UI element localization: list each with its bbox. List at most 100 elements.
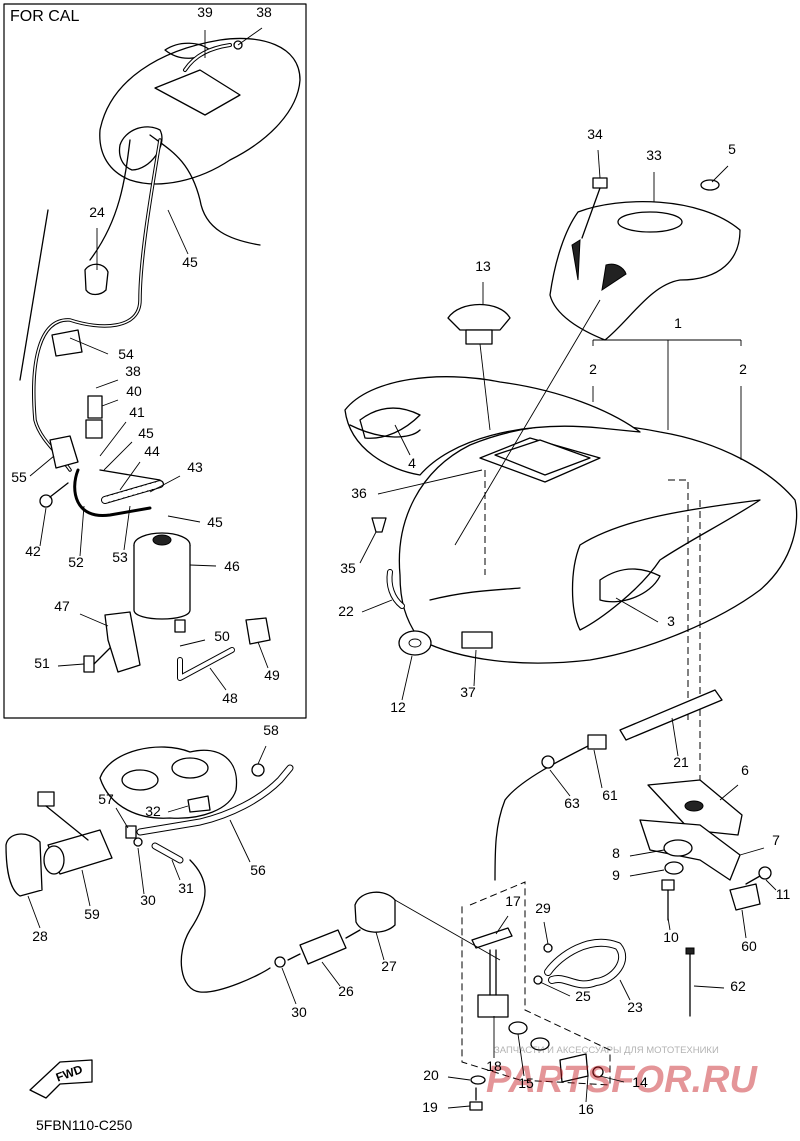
callout-number: 2 bbox=[589, 361, 597, 377]
callout-number: 48 bbox=[222, 690, 238, 706]
leader-line bbox=[167, 209, 189, 255]
callout-number: 37 bbox=[460, 684, 476, 700]
callout-number: 26 bbox=[338, 983, 354, 999]
callout-number: 58 bbox=[263, 722, 279, 738]
leader-line bbox=[629, 869, 665, 877]
watermark: ЗАПЧАСТИ И АКСЕССУАРЫ ДЛЯ МОТОТЕХНИКИ PA… bbox=[486, 1045, 758, 1101]
leader-line bbox=[377, 469, 483, 495]
collar-9 bbox=[664, 861, 684, 875]
leader-line bbox=[69, 337, 109, 355]
leader-line bbox=[101, 399, 119, 407]
callout-c3: 3 bbox=[615, 597, 675, 629]
clip-35 bbox=[371, 517, 387, 533]
leader-line bbox=[189, 564, 217, 567]
damper-8 bbox=[663, 839, 693, 857]
callout-c63: 63 bbox=[549, 769, 580, 811]
leader-line bbox=[375, 931, 385, 961]
fuel-filter-26 bbox=[287, 929, 361, 965]
callout-number: 5 bbox=[728, 141, 736, 157]
callout-c9: 9 bbox=[612, 867, 665, 883]
leader-line bbox=[167, 515, 201, 523]
callout-c59: 59 bbox=[81, 869, 100, 922]
callout-number: 46 bbox=[224, 558, 240, 574]
callout-number: 54 bbox=[118, 346, 134, 362]
callout-c34: 34 bbox=[587, 126, 603, 179]
fuel-pump-46 bbox=[133, 532, 191, 633]
callout-number: 15 bbox=[518, 1075, 534, 1091]
inset-tank-top bbox=[19, 37, 301, 381]
callout-number: 45 bbox=[138, 425, 154, 441]
callout-number: 29 bbox=[535, 900, 551, 916]
leader-line bbox=[447, 1105, 471, 1109]
leader-line bbox=[361, 599, 393, 613]
fuel-pump-59 bbox=[37, 791, 113, 875]
callout-c2a: 2 bbox=[589, 361, 597, 402]
leader-line bbox=[103, 441, 133, 471]
leader-line bbox=[29, 455, 55, 477]
bracket-47 bbox=[104, 611, 141, 673]
callout-number: 45 bbox=[182, 254, 198, 270]
callout-number: 38 bbox=[256, 4, 272, 20]
nut-63 bbox=[541, 755, 555, 769]
callout-number: 60 bbox=[741, 938, 757, 954]
callout-c27: 27 bbox=[375, 931, 397, 974]
callout-c8: 8 bbox=[612, 845, 665, 861]
callout-c52: 52 bbox=[68, 505, 85, 570]
clamp-49 bbox=[245, 617, 271, 645]
callout-c2b: 2 bbox=[739, 361, 747, 460]
leader-line bbox=[209, 667, 227, 691]
callout-number: 4 bbox=[408, 455, 416, 471]
clamp-29 bbox=[543, 943, 553, 953]
callout-c20: 20 bbox=[423, 1067, 471, 1083]
bolt-42 bbox=[39, 482, 69, 508]
callout-number: 59 bbox=[84, 906, 100, 922]
callout-c19: 19 bbox=[422, 1099, 471, 1115]
leader-line bbox=[257, 641, 269, 669]
callout-c40: 40 bbox=[101, 383, 142, 407]
watermark-caption: ЗАПЧАСТИ И АКСЕССУАРЫ ДЛЯ МОТОТЕХНИКИ bbox=[494, 1045, 719, 1056]
callout-number: 7 bbox=[772, 832, 780, 848]
bolt-51 bbox=[83, 647, 111, 673]
callout-number: 49 bbox=[264, 667, 280, 683]
callout-number: 32 bbox=[145, 803, 161, 819]
holder-32 bbox=[187, 795, 211, 813]
leader-line bbox=[149, 475, 181, 493]
leader-line bbox=[711, 165, 729, 183]
callout-number: 34 bbox=[587, 126, 603, 142]
callout-c51: 51 bbox=[34, 655, 85, 671]
leader-line bbox=[95, 379, 119, 389]
callout-number: 52 bbox=[68, 554, 84, 570]
callout-c53: 53 bbox=[112, 505, 131, 565]
leader-line bbox=[57, 663, 85, 667]
callout-number: 50 bbox=[214, 628, 230, 644]
screw-16 bbox=[592, 1066, 604, 1078]
fuel-tank-1 bbox=[344, 376, 798, 664]
leader-line bbox=[237, 27, 263, 46]
o-ring bbox=[530, 1037, 550, 1051]
leader-line bbox=[394, 424, 411, 456]
leader-line bbox=[119, 461, 141, 491]
joint-57 bbox=[125, 825, 137, 839]
gasket-15 bbox=[508, 1021, 528, 1035]
leader-line bbox=[629, 849, 665, 857]
leader-line bbox=[585, 1075, 589, 1103]
callout-number: 39 bbox=[197, 4, 213, 20]
fuel-line bbox=[180, 859, 271, 993]
callout-c61: 61 bbox=[593, 749, 618, 803]
callout-number: 51 bbox=[34, 655, 50, 671]
callout-c55: 55 bbox=[11, 455, 55, 485]
region-label: FOR CAL bbox=[10, 8, 79, 25]
callout-number: 30 bbox=[140, 892, 156, 908]
clamp-30-upper bbox=[133, 837, 143, 847]
callout-c21: 21 bbox=[671, 717, 689, 770]
callout-number: 18 bbox=[486, 1058, 502, 1074]
callout-c10: 10 bbox=[663, 917, 679, 945]
callout-number: 10 bbox=[663, 929, 679, 945]
callout-number: 28 bbox=[32, 928, 48, 944]
callout-c17: 17 bbox=[495, 893, 521, 935]
callout-number: 55 bbox=[11, 469, 27, 485]
leader-line bbox=[321, 961, 341, 987]
callout-number: 42 bbox=[25, 543, 41, 559]
leader-line bbox=[79, 613, 109, 627]
